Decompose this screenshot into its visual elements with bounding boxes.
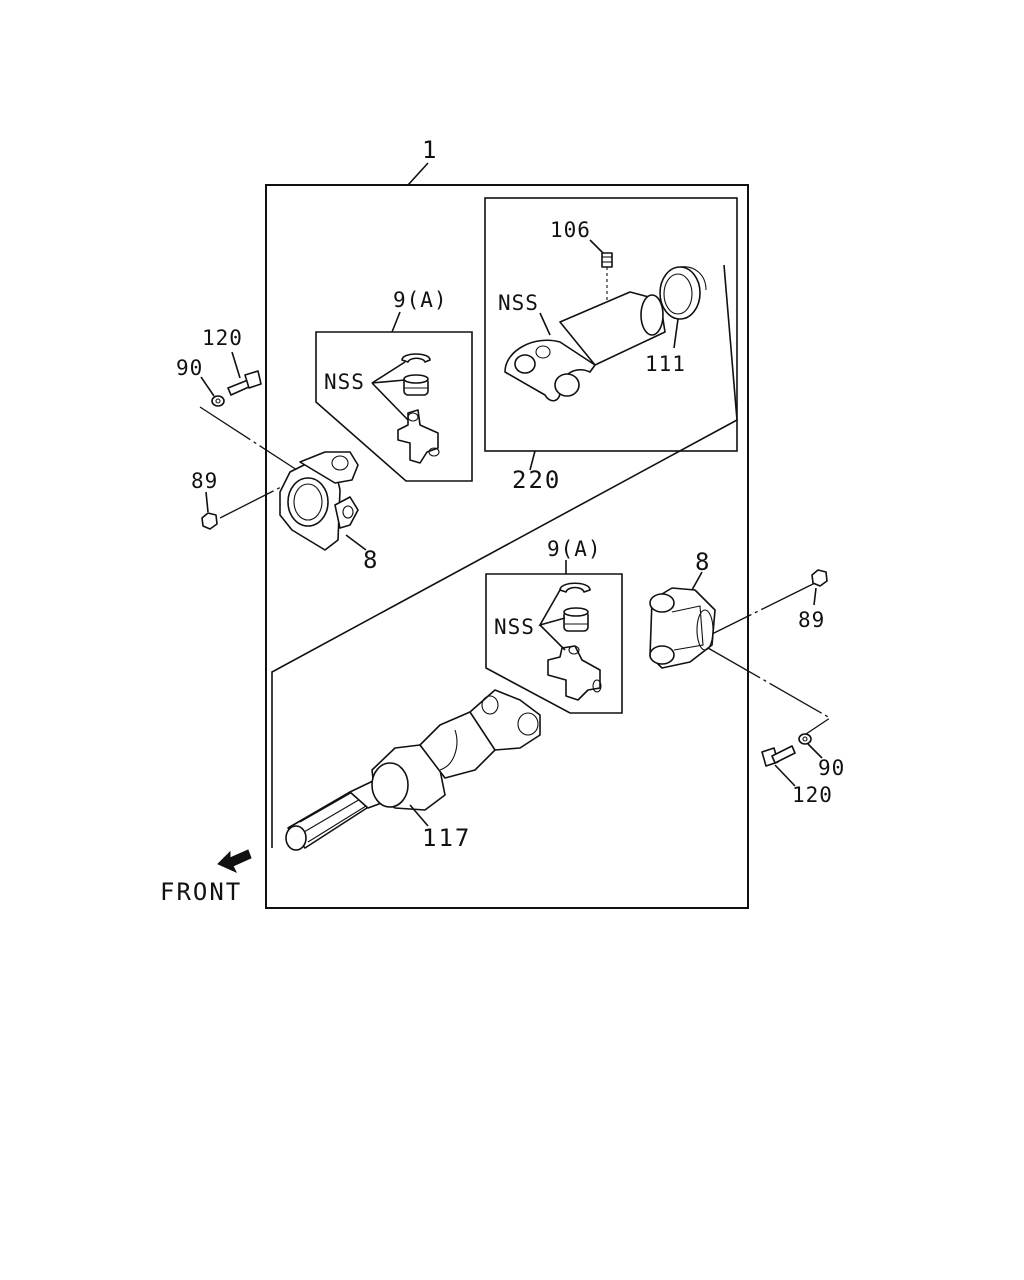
left-nut-leader bbox=[205, 491, 209, 513]
lower-bearing-cap-icon bbox=[563, 607, 589, 632]
upper-nss-arrows bbox=[371, 361, 406, 384]
label-right-flange-yoke: 8 bbox=[695, 548, 711, 576]
shaft-leader bbox=[409, 804, 429, 827]
lower-nss-arrows bbox=[538, 589, 566, 627]
left-washer-icon bbox=[211, 395, 225, 407]
label-lower-nss: NSS bbox=[494, 615, 535, 639]
label-left-flange-yoke: 8 bbox=[363, 546, 379, 574]
right-flange-yoke-icon bbox=[649, 587, 716, 669]
right-bolt-leader bbox=[774, 764, 796, 787]
slip-yoke-nss-leader bbox=[539, 312, 551, 336]
label-assembly: 1 bbox=[422, 136, 438, 164]
assembly-frame bbox=[265, 184, 749, 909]
right-washer-leader bbox=[807, 743, 823, 759]
slip-yoke-leader bbox=[529, 450, 536, 471]
shaft-enclosure bbox=[271, 264, 738, 848]
lower-cross-icon bbox=[547, 645, 602, 701]
front-arrow-icon bbox=[217, 849, 252, 874]
right-bolt-axis bbox=[707, 647, 832, 739]
label-slip-yoke-nss: NSS bbox=[498, 291, 539, 315]
label-shaft: 117 bbox=[422, 824, 471, 852]
upper-bearing-cap-icon bbox=[403, 374, 429, 396]
label-grease-fitting: 106 bbox=[550, 218, 591, 242]
label-upper-nss: NSS bbox=[324, 370, 365, 394]
right-bolt-icon bbox=[761, 745, 796, 767]
label-slip-yoke-assy: 220 bbox=[512, 466, 561, 494]
label-left-nut: 89 bbox=[191, 469, 218, 493]
slip-yoke-subframe bbox=[484, 197, 738, 452]
right-nut-icon bbox=[811, 569, 828, 587]
right-nut-leader bbox=[813, 587, 817, 606]
upper-snap-ring-icon bbox=[401, 353, 431, 363]
upper-cross-icon bbox=[397, 409, 440, 464]
label-upper-cross-kit: 9(A) bbox=[393, 288, 448, 312]
slip-yoke-icon bbox=[504, 291, 666, 402]
label-front: FRONT bbox=[160, 878, 242, 906]
left-nut-axis bbox=[219, 479, 296, 519]
label-seal: 111 bbox=[645, 352, 686, 376]
upper-kit-leader bbox=[391, 311, 401, 333]
upper-cross-kit-box bbox=[315, 331, 473, 482]
left-washer-leader bbox=[200, 376, 215, 397]
left-flange-yoke-leader bbox=[345, 534, 367, 551]
label-left-bolt: 120 bbox=[202, 326, 243, 350]
shaft-icon bbox=[285, 689, 541, 851]
label-right-bolt: 120 bbox=[792, 783, 833, 807]
seal-leader bbox=[673, 318, 679, 349]
left-flange-yoke-icon bbox=[279, 451, 359, 551]
assembly-leader bbox=[407, 162, 429, 186]
lower-cross-kit-box bbox=[485, 573, 623, 714]
grease-fitting-leader bbox=[589, 239, 604, 254]
label-left-washer: 90 bbox=[176, 356, 203, 380]
lower-snap-ring-icon bbox=[559, 582, 591, 593]
right-washer-icon bbox=[798, 733, 812, 745]
label-right-washer: 90 bbox=[818, 756, 845, 780]
label-lower-cross-kit: 9(A) bbox=[547, 537, 602, 561]
right-nut-axis bbox=[709, 582, 816, 636]
lower-nss-arrow-3 bbox=[539, 624, 566, 651]
left-bolt-leader bbox=[231, 351, 241, 379]
left-bolt-axis bbox=[199, 406, 301, 473]
seal-icon bbox=[659, 266, 707, 320]
left-nut-icon bbox=[201, 512, 218, 530]
upper-nss-arrow-3 bbox=[371, 382, 409, 421]
left-bolt-icon bbox=[227, 370, 262, 396]
label-right-nut: 89 bbox=[798, 608, 825, 632]
right-flange-yoke-leader bbox=[691, 571, 703, 591]
